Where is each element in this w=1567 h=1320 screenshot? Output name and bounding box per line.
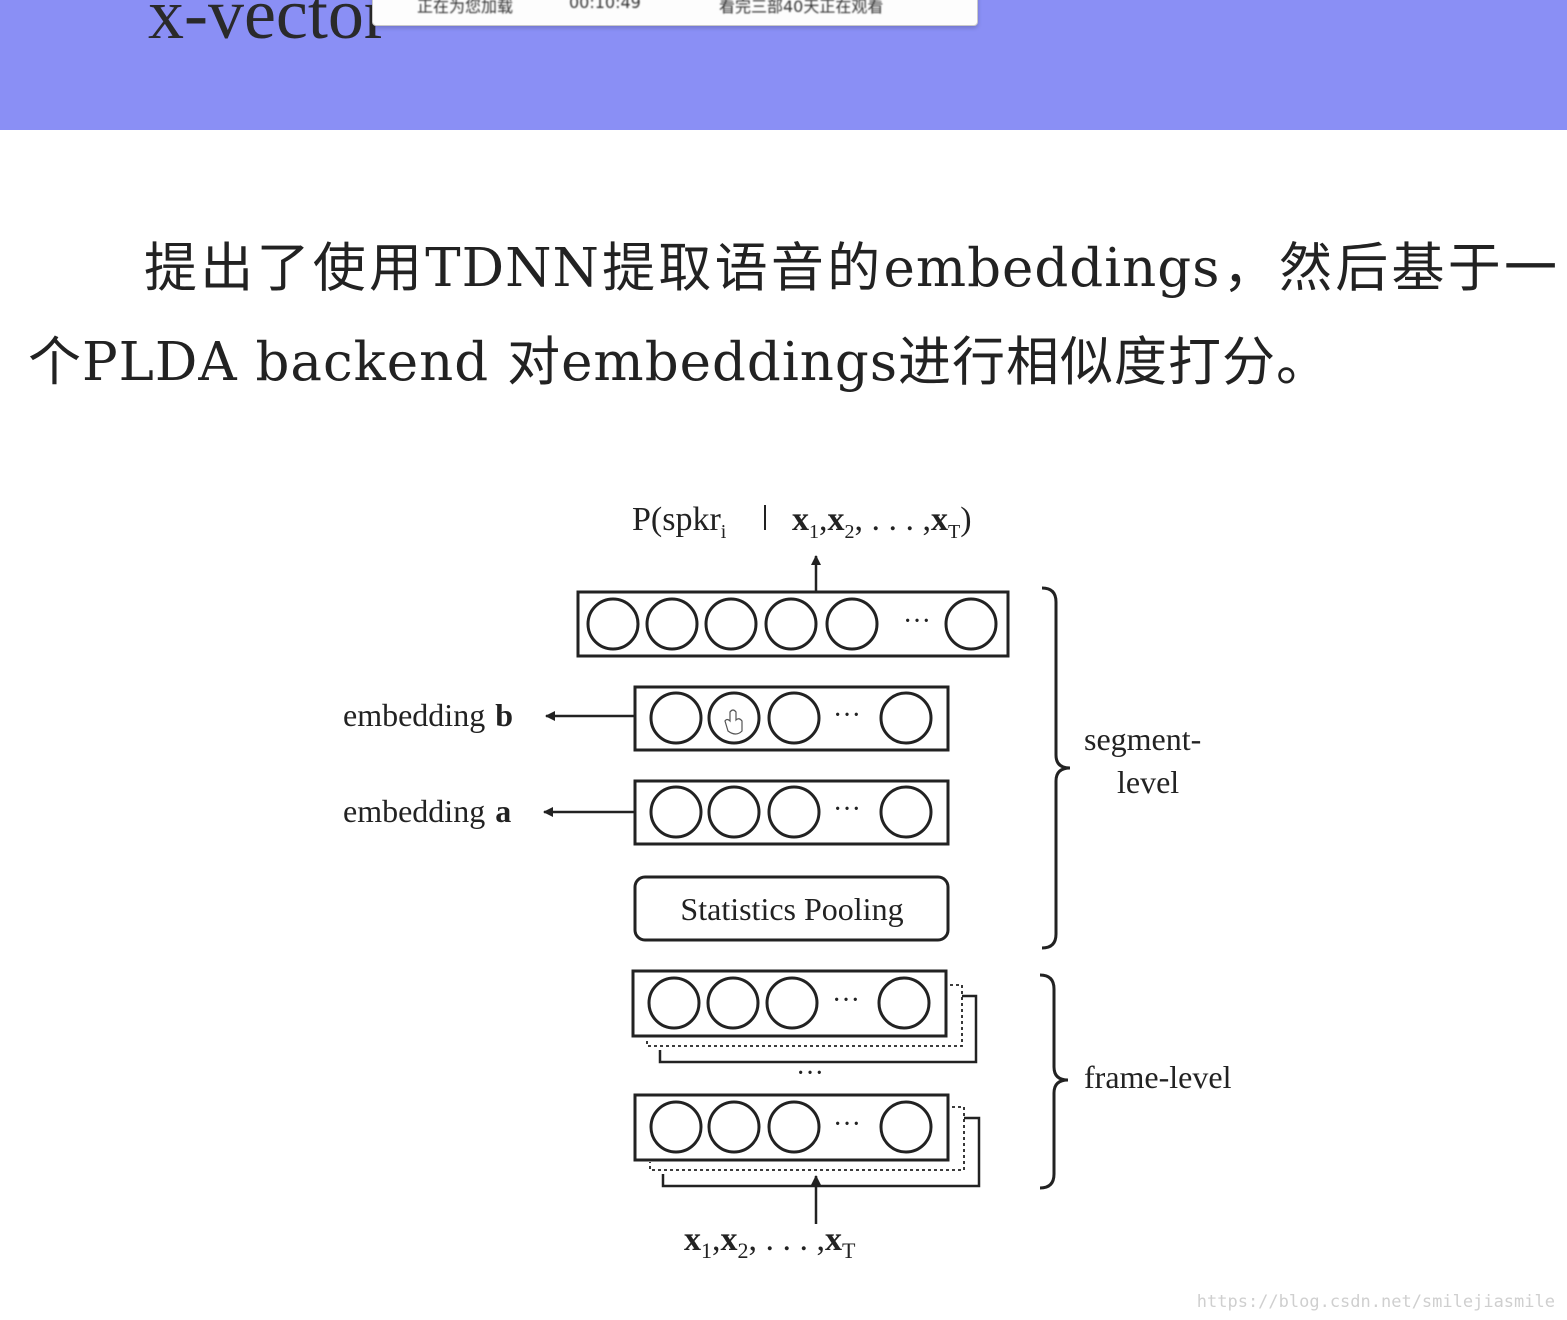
- layer-ellipsis: ···: [903, 606, 931, 637]
- embedding-b-layer: ···: [633, 685, 950, 752]
- popup-status: 正在为您加载: [417, 0, 514, 16]
- neuron: [645, 597, 699, 651]
- neuron: [707, 1100, 761, 1154]
- frame-level-brace: [1039, 973, 1069, 1190]
- neuron: [944, 597, 998, 651]
- slide-title: x-vector: [148, 0, 388, 54]
- neuron: [586, 597, 640, 651]
- embedding-a-layer: ···: [633, 779, 950, 846]
- statistics-pooling-layer: Statistics Pooling: [633, 875, 950, 942]
- layer-ellipsis: ···: [832, 985, 860, 1016]
- between-layers-ellipsis: ···: [796, 1058, 824, 1089]
- neuron: [649, 691, 703, 745]
- neuron: [706, 976, 760, 1030]
- neuron: [879, 1100, 933, 1154]
- frame-layer-bottom: ···: [633, 1093, 981, 1188]
- neuron: [879, 691, 933, 745]
- frame-level-label: frame-level: [1084, 1059, 1232, 1095]
- neuron: [767, 1100, 821, 1154]
- neuron: [767, 785, 821, 839]
- svg-text:P(spkri: P(spkri: [632, 501, 727, 543]
- neuron: [764, 597, 818, 651]
- neuron: [765, 976, 819, 1030]
- notification-popup[interactable]: 正在为您加载 00:10:49 看完三部40天正在观看: [372, 0, 978, 26]
- layer-ellipsis: ···: [833, 794, 861, 825]
- statistics-pooling-label: Statistics Pooling: [680, 891, 903, 927]
- input-sequence-label: x1,x2, . . . ,xT: [684, 1221, 856, 1263]
- svg-text:x1,x2, . . . ,xT): x1,x2, . . . ,xT): [792, 501, 972, 543]
- layer-ellipsis: ···: [833, 1109, 861, 1140]
- cursor-hand-icon: [724, 709, 743, 735]
- watermark: https://blog.csdn.net/smilejiasmile: [1196, 1292, 1555, 1312]
- description-paragraph: 提出了使用TDNN提取语音的embeddings，然后基于一个PLDA back…: [28, 238, 1558, 393]
- neuron: [707, 785, 761, 839]
- output-layer: ···: [576, 590, 1010, 658]
- segment-level-brace: [1041, 586, 1071, 950]
- neuron: [877, 976, 931, 1030]
- output-probability-label: P(spkri x1,x2, . . . ,xT): [632, 501, 972, 543]
- neuron: [825, 597, 879, 651]
- popup-message: 看完三部40天正在观看: [719, 0, 884, 16]
- neuron: [707, 691, 761, 745]
- neuron: [649, 1100, 703, 1154]
- frame-layer-top: ···: [631, 969, 978, 1064]
- neuron: [647, 976, 701, 1030]
- segment-level-label-1: segment-: [1084, 721, 1201, 757]
- layer-ellipsis: ···: [833, 700, 861, 731]
- neuron: [704, 597, 758, 651]
- neuron: [767, 691, 821, 745]
- neuron: [649, 785, 703, 839]
- segment-level-label-2: level: [1117, 764, 1179, 800]
- neuron: [879, 785, 933, 839]
- popup-time: 00:10:49: [569, 0, 641, 12]
